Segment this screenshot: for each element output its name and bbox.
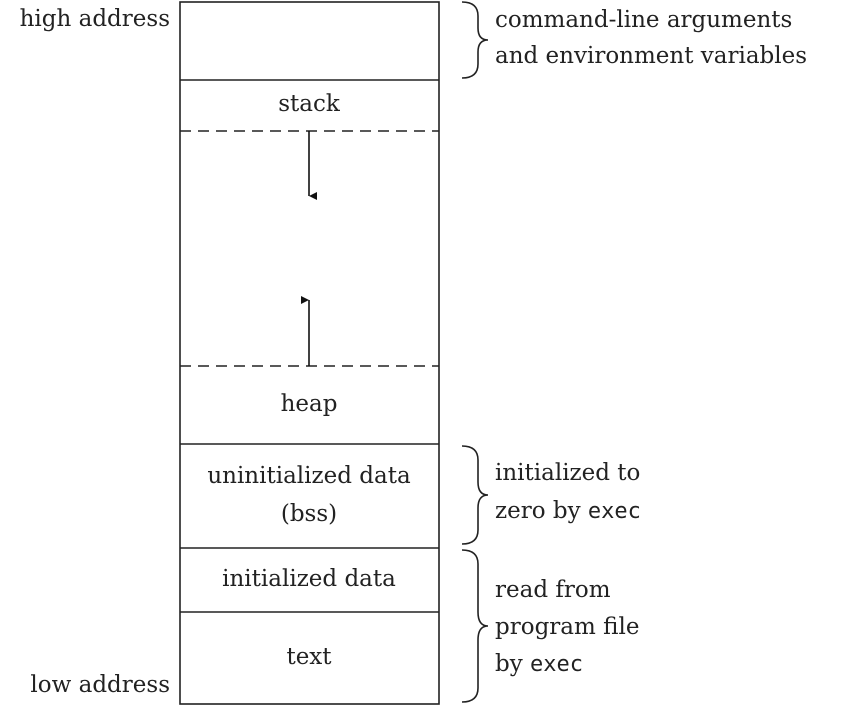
segment-initialized-data: initialized data: [222, 566, 396, 592]
segment-heap: heap: [281, 391, 338, 417]
annotation-read-line3: by exec: [495, 651, 583, 677]
segment-text: text: [286, 644, 332, 670]
memory-column: [179, 1, 440, 705]
low-address-label: low address: [30, 672, 170, 698]
annotation-read-line1: read from: [495, 577, 611, 603]
segment-bss-line2: (bss): [281, 501, 337, 527]
annotation-zero-line2: zero by exec: [495, 498, 641, 524]
segment-bss-line1: uninitialized data: [207, 463, 411, 489]
segment-stack: stack: [278, 91, 341, 117]
annotation-read-prefix: by: [495, 651, 530, 677]
annotation-read-line2: program file: [495, 614, 639, 640]
annotation-args-line1: command-line arguments: [495, 7, 792, 33]
annotation-zero-prefix: zero by: [495, 498, 588, 524]
brace-args: [461, 1, 489, 79]
annotation-zero-line1: initialized to: [495, 460, 640, 486]
annotation-args-line2: and environment variables: [495, 43, 807, 69]
brace-read: [461, 549, 489, 703]
high-address-label: high address: [20, 6, 170, 32]
annotation-zero-code: exec: [588, 499, 641, 524]
brace-bss: [461, 445, 489, 545]
annotation-read-code: exec: [530, 652, 583, 677]
